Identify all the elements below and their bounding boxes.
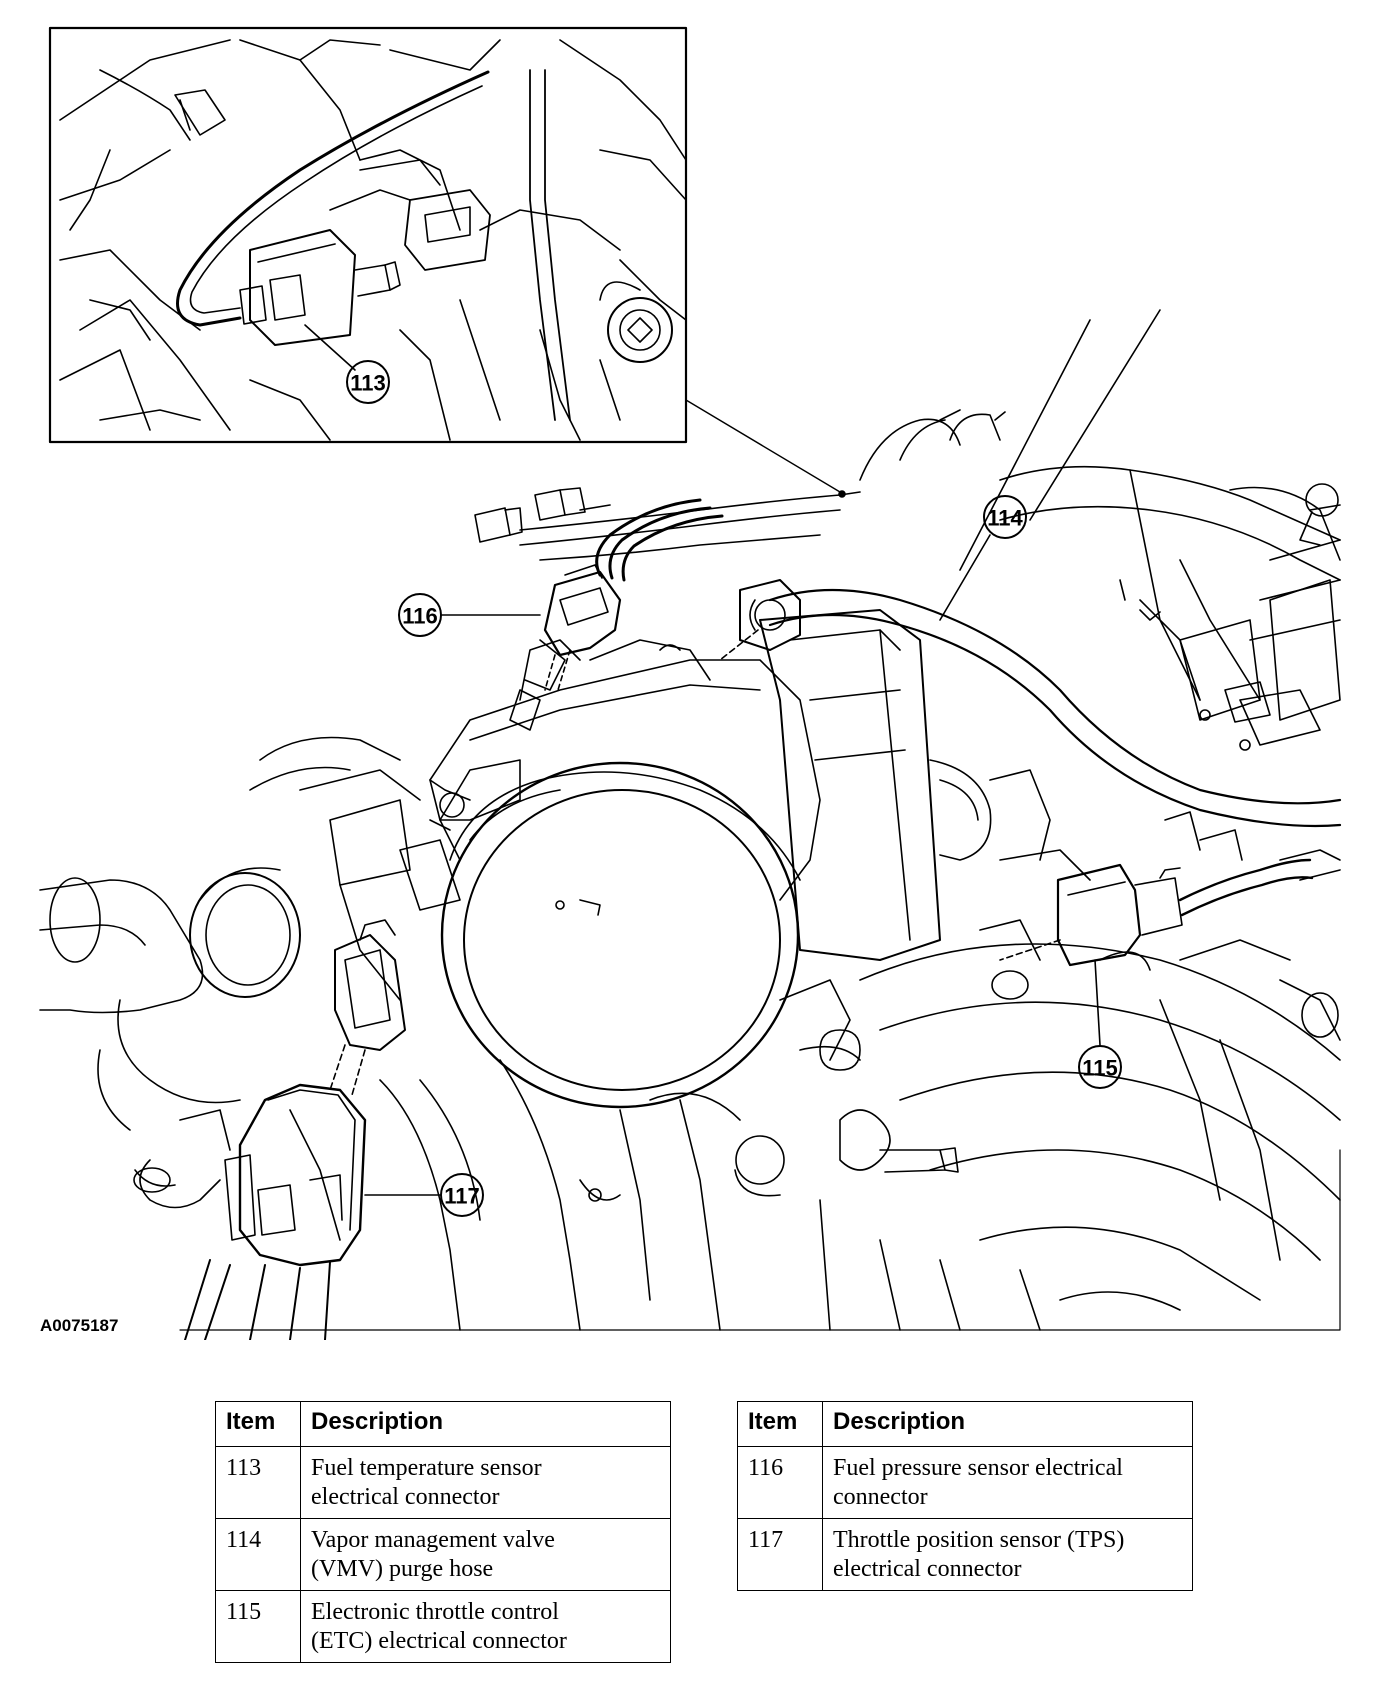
legend-item-number: 115	[215, 1590, 301, 1663]
main-engine-view	[39, 309, 1341, 1331]
callout-113: 113	[350, 371, 386, 396]
legend-item-description: Throttle position sensor (TPS)electrical…	[822, 1518, 1193, 1591]
legend-header-item: Item	[737, 1401, 823, 1447]
legend-item-number: 116	[737, 1446, 823, 1519]
legend-header-row: Item Description	[215, 1401, 671, 1447]
legend-row: 115 Electronic throttle control(ETC) ele…	[215, 1590, 671, 1663]
inset-leader-line	[685, 399, 841, 493]
vmv-purge-hose-drawing	[719, 495, 1342, 828]
legend-item-description: Vapor management valve(VMV) purge hose	[300, 1518, 671, 1591]
figure-id: A0075187	[40, 1316, 119, 1335]
engine-illustration: 113 114 115 116 117	[39, 26, 1342, 1340]
legend-header-description: Description	[300, 1401, 671, 1447]
legend-row: 117 Throttle position sensor (TPS)electr…	[737, 1518, 1193, 1591]
tps-connector-drawing	[184, 919, 484, 1340]
legend-item-description: Electronic throttle control(ETC) electri…	[300, 1590, 671, 1663]
callout-114: 114	[987, 506, 1023, 531]
fuel-pressure-sensor-connector-drawing	[398, 564, 622, 731]
legend-item-number: 113	[215, 1446, 301, 1519]
legend-table-right: Item Description 116 Fuel pressure senso…	[737, 1401, 1193, 1591]
legend-table-left: Item Description 113 Fuel temperature se…	[215, 1401, 671, 1663]
callout-115: 115	[1082, 1056, 1118, 1081]
legend-item-number: 114	[215, 1518, 301, 1591]
legend-header-item: Item	[215, 1401, 301, 1447]
legend-header-description: Description	[822, 1401, 1193, 1447]
legend-header-row: Item Description	[737, 1401, 1193, 1447]
etc-connector-drawing	[999, 811, 1314, 1089]
legend-row: 114 Vapor management valve(VMV) purge ho…	[215, 1518, 671, 1591]
callout-117: 117	[444, 1184, 480, 1209]
callout-116: 116	[402, 604, 438, 629]
inset-detail-view	[48, 26, 688, 444]
legend-item-number: 117	[737, 1518, 823, 1591]
